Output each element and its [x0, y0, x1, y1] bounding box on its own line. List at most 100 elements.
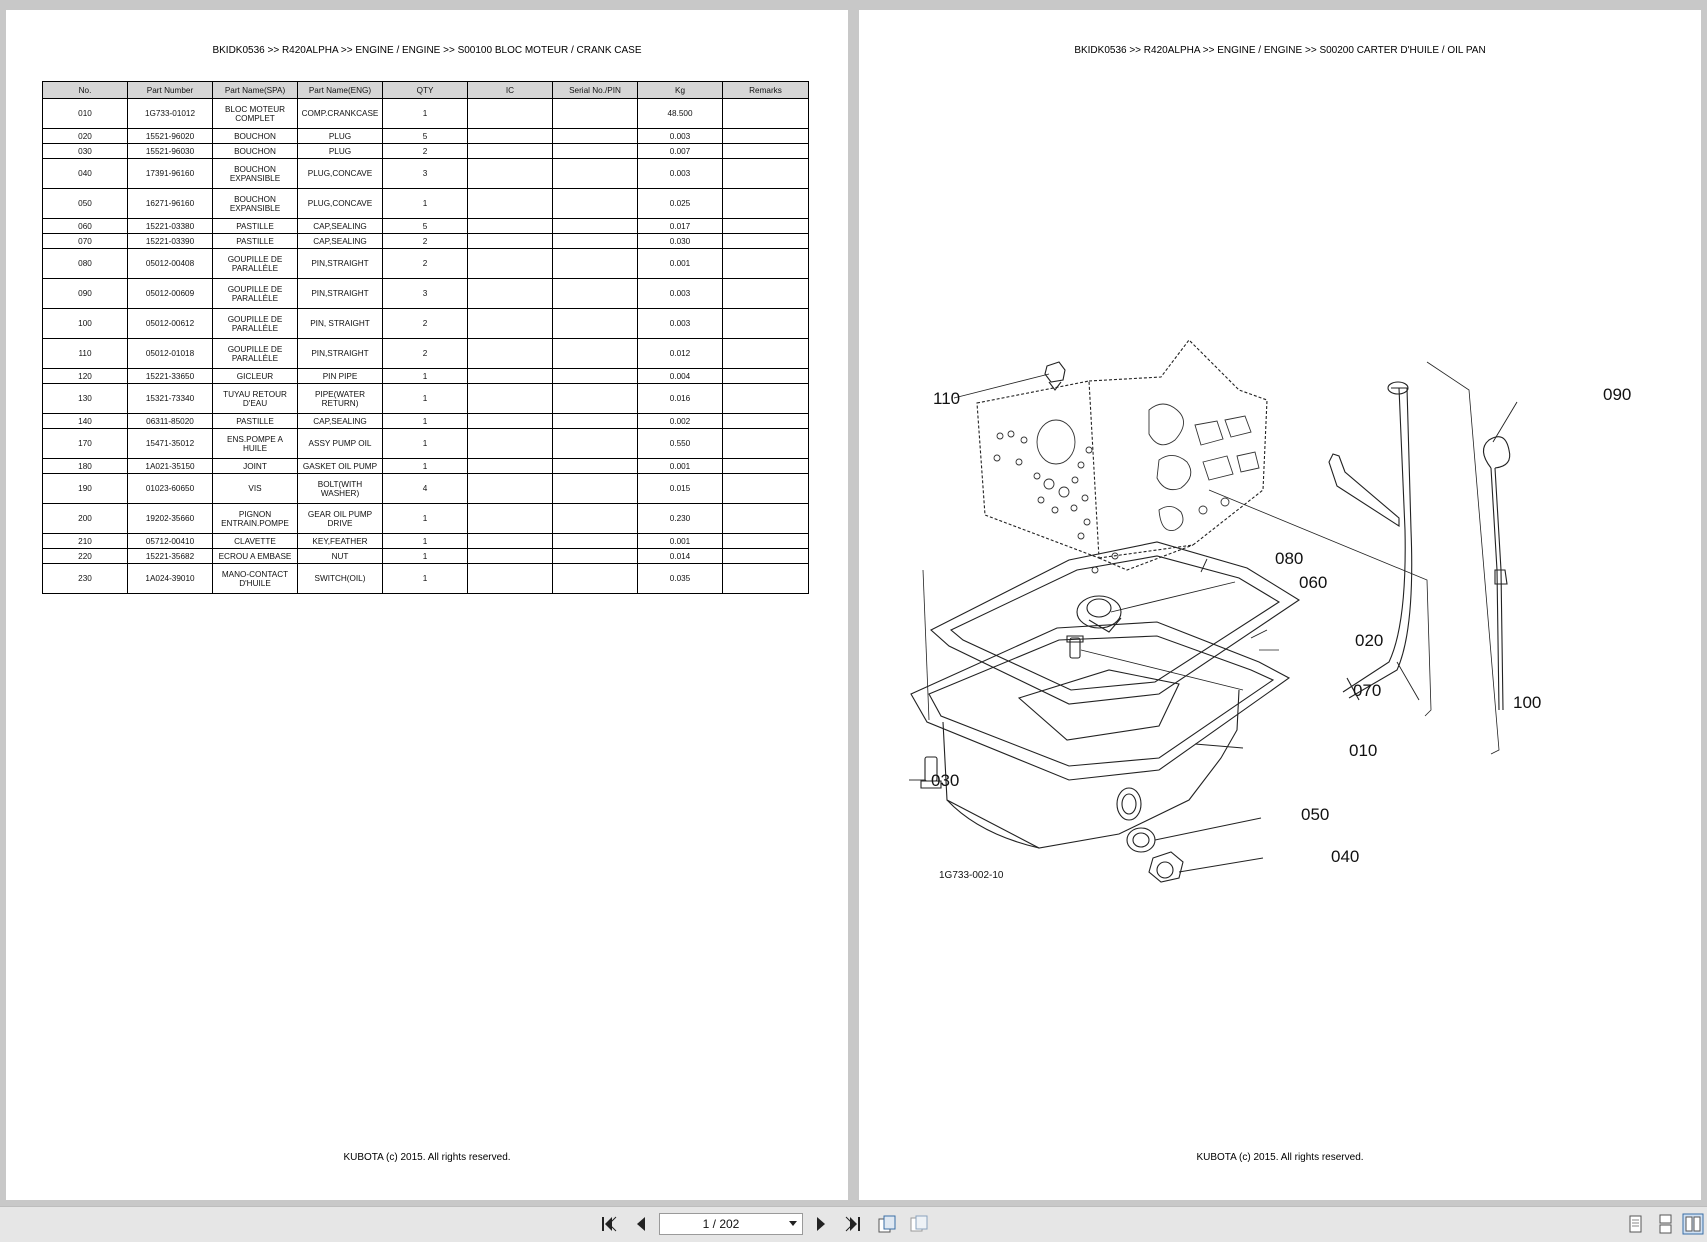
cell-remarks: [722, 533, 809, 549]
callout-060: 060: [1299, 573, 1327, 592]
oil-pan-exploded-diagram: 110 090 080 060 020 070 100 010 030 050 …: [909, 339, 1631, 883]
fit-width-button[interactable]: [908, 1213, 930, 1235]
cell-name-spa-line: BOUCHON: [234, 146, 276, 156]
figure-id: 1G733-002-10: [939, 870, 1004, 881]
cell-name-spa: PASTILLE: [212, 233, 298, 249]
cell-ic: [467, 233, 553, 249]
cell-serial: [552, 233, 638, 249]
cell-name-eng: PIN,STRAIGHT: [297, 278, 383, 309]
cell-serial: [552, 278, 638, 309]
cell-remarks: [722, 473, 809, 504]
cell-qty: 1: [382, 503, 468, 534]
facing-pages-view-button[interactable]: [1682, 1213, 1704, 1235]
cell-name-eng-line: WASHER): [320, 488, 360, 498]
single-page-view-button[interactable]: [1624, 1213, 1646, 1235]
dipstick-drawing: [1482, 436, 1511, 711]
cell-kg: 0.025: [637, 188, 723, 219]
cell-kg: 0.016: [637, 383, 723, 414]
cell-kg: 0.035: [637, 563, 723, 594]
cell-name-spa-line: EXPANSIBLE: [229, 173, 281, 183]
cell-name-eng-line: COMP.CRANKCASE: [301, 109, 379, 118]
cell-name-eng: PLUG: [297, 143, 383, 159]
cell-remarks: [722, 278, 809, 309]
cell-qty: 3: [382, 158, 468, 189]
last-page-icon: [845, 1216, 860, 1232]
cell-name-eng: CAP,SEALING: [297, 218, 383, 234]
cell-name-spa-line: ECROU A EMBASE: [218, 551, 292, 561]
cell-name-spa-line: GICLEUR: [236, 371, 274, 381]
cell-kg: 0.003: [637, 278, 723, 309]
cell-serial: [552, 338, 638, 369]
cell-no: 020: [42, 128, 128, 144]
cell-part-number: 15321-73340: [127, 383, 213, 414]
fit-width-icon: [910, 1215, 928, 1232]
cell-no: 070: [42, 233, 128, 249]
cell-name-spa-line: EXPANSIBLE: [229, 203, 281, 213]
left-page: BKIDK0536 >> R420ALPHA >> ENGINE / ENGIN…: [6, 10, 848, 1200]
cell-no: 190: [42, 473, 128, 504]
cell-ic: [467, 278, 553, 309]
fit-page-button[interactable]: [876, 1213, 898, 1235]
cell-name-spa-line: BOUCHON: [234, 131, 276, 141]
first-page-button[interactable]: [598, 1213, 620, 1235]
cell-kg: 0.017: [637, 218, 723, 234]
plug-040-drawing: [1148, 851, 1184, 883]
cell-name-eng-line: NUT: [331, 551, 349, 561]
cell-part-number: 1A021-35150: [127, 458, 213, 474]
left-page-header: BKIDK0536 >> R420ALPHA >> ENGINE / ENGIN…: [212, 45, 642, 56]
cell-no: 100: [42, 308, 128, 339]
cell-name-spa-line: GOUPILLE DE: [227, 344, 283, 354]
last-page-button[interactable]: [842, 1213, 864, 1235]
cell-remarks: [722, 218, 809, 234]
cell-name-spa-line: PASTILLE: [236, 416, 274, 426]
cell-qty: 3: [382, 278, 468, 309]
cell-qty: 5: [382, 128, 468, 144]
cell-part-number: 05012-01018: [127, 338, 213, 369]
cell-name-eng-line: PLUG: [328, 146, 352, 156]
cell-part-number: 05712-00410: [127, 533, 213, 549]
cell-qty: 1: [382, 533, 468, 549]
callout-090: 090: [1603, 385, 1631, 404]
cell-name-spa: BOUCHON: [212, 143, 298, 159]
next-page-button[interactable]: [810, 1213, 832, 1235]
cell-qty: 1: [382, 563, 468, 594]
continuous-view-button[interactable]: [1654, 1213, 1676, 1235]
cell-part-number: 06311-85020: [127, 413, 213, 429]
cell-name-eng: CAP,SEALING: [297, 413, 383, 429]
single-page-view-icon: [1629, 1215, 1642, 1233]
cell-remarks: [722, 413, 809, 429]
cell-remarks: [722, 338, 809, 369]
cell-name-spa-line: PIGNON: [238, 509, 272, 519]
cell-name-spa-line: BOUCHON: [234, 164, 276, 174]
table-header-row: No. Part Number Part Name(SPA) Part Name…: [42, 81, 809, 99]
cell-remarks: [722, 383, 809, 414]
column-header: Part Name(SPA): [212, 81, 298, 99]
cell-serial: [552, 128, 638, 144]
column-header: Kg: [637, 81, 723, 99]
cell-ic: [467, 413, 553, 429]
cell-ic: [467, 533, 553, 549]
previous-page-button[interactable]: [630, 1213, 652, 1235]
cell-ic: [467, 503, 553, 534]
cell-name-eng-line: PIN,STRAIGHT: [311, 349, 369, 358]
page-number-select[interactable]: 1 / 202: [659, 1213, 803, 1235]
cell-name-eng-line: SWITCH(OIL): [314, 574, 366, 583]
cell-remarks: [722, 563, 809, 594]
cell-no: 090: [42, 278, 128, 309]
engine-block-drawing: [976, 339, 1268, 571]
cell-qty: 1: [382, 98, 468, 129]
previous-page-icon: [637, 1217, 645, 1231]
cell-ic: [467, 158, 553, 189]
cell-kg: 0.003: [637, 158, 723, 189]
cell-name-eng-line: CAP,SEALING: [313, 221, 367, 231]
cell-serial: [552, 188, 638, 219]
engine-block-holes: [993, 403, 1260, 574]
